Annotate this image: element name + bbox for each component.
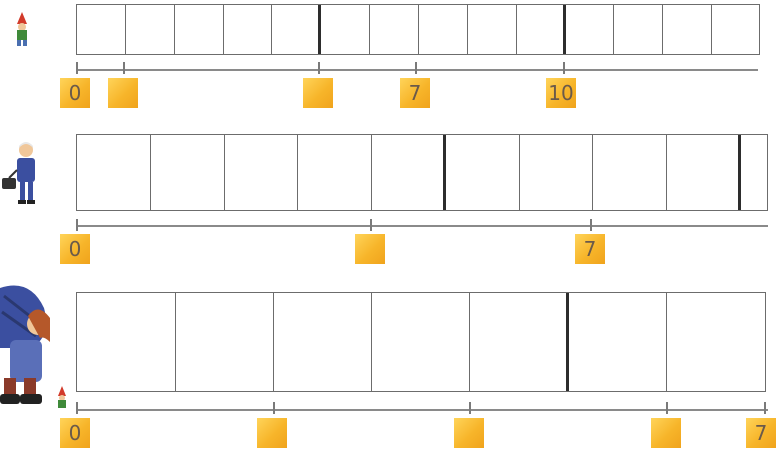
strip-cell: [663, 5, 712, 54]
tick-mark: [76, 402, 78, 414]
fraction-strip-row1: [76, 4, 760, 55]
tick-mark: [666, 402, 668, 414]
answer-box[interactable]: [454, 418, 484, 448]
strip-cell: [446, 135, 520, 210]
label-box-end: 7: [575, 234, 605, 264]
answer-box[interactable]: [257, 418, 287, 448]
strip-cell: [151, 135, 225, 210]
label-box-end: 10: [546, 78, 576, 108]
strip-cell: [667, 293, 765, 391]
strip-cell: [372, 135, 446, 210]
tick-mark: [415, 62, 417, 74]
giant-with-gnome-figure-icon: [0, 278, 72, 418]
strip-cell: [77, 135, 151, 210]
strip-cell: [321, 5, 370, 54]
tick-mark: [370, 219, 372, 231]
number-line-row1: [76, 69, 758, 71]
tick-mark: [123, 62, 125, 74]
answer-box[interactable]: [108, 78, 138, 108]
number-line-row3: [76, 409, 768, 411]
strip-cell: [470, 293, 569, 391]
strip-cell: [741, 135, 767, 210]
label-box-mid: 7: [400, 78, 430, 108]
label-box-end: 7: [746, 418, 776, 448]
tick-mark: [76, 62, 78, 74]
label-box-start: 0: [60, 418, 90, 448]
strip-cell: [614, 5, 663, 54]
tick-mark: [318, 62, 320, 74]
answer-box[interactable]: [651, 418, 681, 448]
strip-cell: [370, 5, 419, 54]
answer-box[interactable]: [355, 234, 385, 264]
label-box-start: 0: [60, 78, 90, 108]
strip-cell: [77, 5, 126, 54]
gnome-figure-icon: [8, 10, 36, 50]
strip-cell: [419, 5, 468, 54]
strip-cell: [298, 135, 372, 210]
strip-cell: [175, 5, 224, 54]
strip-cell: [712, 5, 759, 54]
label-box-start: 0: [60, 234, 90, 264]
strip-cell: [372, 293, 470, 391]
fraction-strip-row2: [76, 134, 768, 211]
man-with-bag-figure-icon: [0, 140, 46, 212]
tick-mark: [273, 402, 275, 414]
tick-mark: [563, 62, 565, 74]
strip-cell: [468, 5, 517, 54]
tick-mark: [469, 402, 471, 414]
strip-cell: [593, 135, 667, 210]
strip-cell: [224, 5, 273, 54]
strip-cell: [566, 5, 615, 54]
strip-cell: [517, 5, 566, 54]
strip-cell: [176, 293, 274, 391]
strip-cell: [667, 135, 741, 210]
strip-cell: [274, 293, 372, 391]
fraction-strip-row3: [76, 292, 766, 392]
strip-cell: [520, 135, 594, 210]
number-line-row2: [76, 225, 768, 227]
tick-mark: [590, 219, 592, 231]
strip-cell: [77, 293, 176, 391]
answer-box[interactable]: [303, 78, 333, 108]
strip-cell: [569, 293, 667, 391]
tick-mark: [764, 402, 766, 414]
strip-cell: [225, 135, 299, 210]
strip-cell: [126, 5, 175, 54]
strip-cell: [272, 5, 321, 54]
tick-mark: [76, 219, 78, 231]
